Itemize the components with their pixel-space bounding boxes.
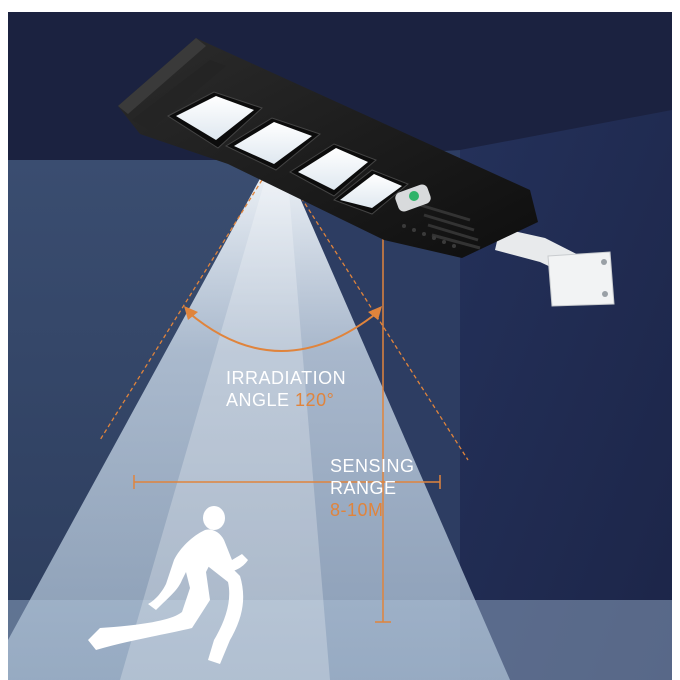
led-panel-1	[167, 91, 263, 149]
sensing-range-value: 8-10M	[330, 500, 384, 520]
sensing-range-label: SENSING RANGE 8-10M	[330, 455, 415, 521]
light-beam-glow	[120, 180, 330, 680]
irradiation-line1: IRRADIATION	[226, 368, 347, 388]
led-panel-2	[224, 117, 322, 171]
mounting-bracket	[495, 228, 615, 307]
running-person-silhouette	[88, 506, 248, 664]
cone-edge-right	[289, 179, 469, 461]
angle-arrow-right	[368, 306, 382, 320]
irradiation-angle-prefix: ANGLE	[226, 390, 290, 410]
left-border	[0, 0, 8, 680]
motion-sensor	[395, 184, 431, 212]
led-panel-3	[289, 143, 377, 197]
solar-street-lamp	[118, 38, 538, 258]
angle-arc	[187, 311, 379, 352]
cone-edge-left	[99, 179, 263, 441]
sensing-line1: SENSING	[330, 456, 415, 476]
top-border	[0, 0, 680, 12]
irradiation-angle-value: 120°	[295, 390, 335, 410]
led-panel-4	[332, 169, 409, 215]
irradiation-line2: ANGLE 120°	[226, 389, 346, 411]
sensing-line2: RANGE	[330, 478, 397, 498]
angle-arrow-left	[184, 306, 198, 320]
irradiation-angle-label: IRRADIATION ANGLE 120°	[226, 367, 346, 411]
right-border	[672, 0, 680, 680]
light-beam	[8, 175, 510, 680]
